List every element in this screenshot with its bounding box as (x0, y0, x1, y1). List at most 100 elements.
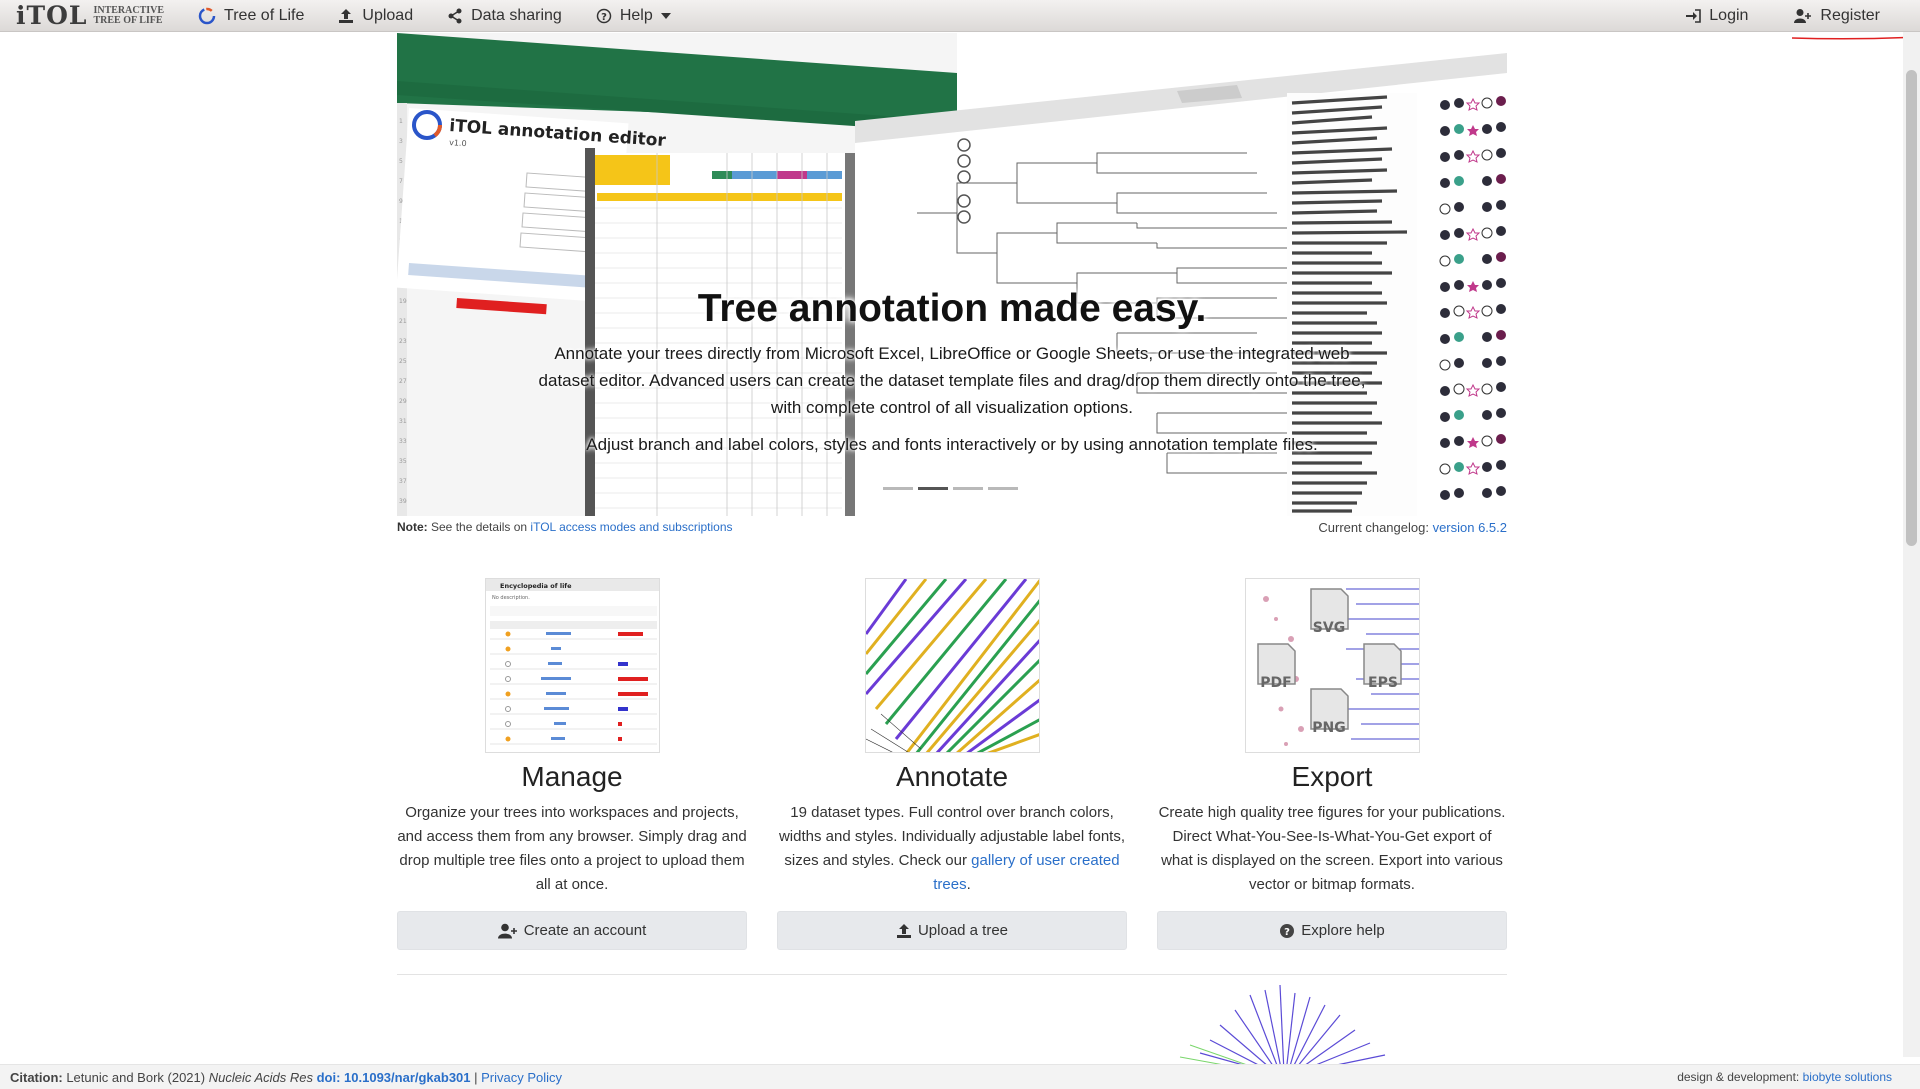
manage-thumbnail: Encyclopedia of life No description. (484, 578, 660, 753)
login-icon (1685, 8, 1702, 24)
annotate-description-text: 19 dataset types. Full control over bran… (778, 804, 1126, 869)
privacy-policy-link[interactable]: Privacy Policy (481, 1069, 563, 1085)
top-navbar: iTOL INTERACTIVE TREE OF LIFE Tree of Li… (0, 0, 1920, 32)
carousel-indicators (883, 487, 1018, 490)
brand-tagline-line1: INTERACTIVE (93, 4, 165, 16)
help-icon: ? (596, 8, 612, 24)
nav-account: Login Register (1639, 0, 1880, 32)
access-note: Note: See the details on iTOL access mod… (397, 520, 733, 534)
export-title: Export (1291, 761, 1373, 792)
svg-text:33: 33 (399, 438, 407, 445)
decorative-tree-graphic (1179, 985, 1386, 1073)
note-label: Note: (397, 520, 428, 534)
svg-text:SVG: SVG (1312, 620, 1344, 636)
hero-description: Annotate your trees directly from Micros… (538, 344, 1366, 417)
svg-text:PNG: PNG (1312, 720, 1345, 736)
page-scrollbar[interactable] (1903, 32, 1920, 1057)
red-annotation-underline (1791, 36, 1919, 40)
explore-help-label: Explore help (1301, 922, 1385, 939)
biobyte-link[interactable]: biobyte solutions (1802, 1070, 1892, 1084)
changelog-version-link[interactable]: version 6.5.2 (1432, 520, 1507, 535)
access-modes-link[interactable]: iTOL access modes and subscriptions (530, 520, 733, 534)
carousel-indicator-4[interactable] (988, 487, 1018, 490)
annotate-thumbnail (864, 578, 1040, 753)
citation-journal: Nucleic Acids Res (208, 1069, 313, 1085)
upload-tree-button[interactable]: Upload a tree (777, 911, 1127, 950)
changelog-label: Current changelog: (1318, 520, 1433, 535)
gallery-link[interactable]: gallery of user created trees (933, 852, 1120, 893)
svg-text:7: 7 (399, 178, 403, 185)
section-divider (397, 974, 1507, 975)
svg-text:19: 19 (399, 298, 407, 305)
feature-export: SVG PDF EPS PNG Export Create high quali… (1157, 578, 1507, 897)
annotate-description: 19 dataset types. Full control over bran… (777, 801, 1127, 897)
svg-text:23: 23 (399, 338, 407, 345)
citation-label: Citation: (10, 1069, 63, 1085)
doi-link[interactable]: doi: 10.1093/nar/gkab301 (316, 1069, 471, 1085)
svg-text:5: 5 (399, 158, 403, 165)
scrollbar-thumb[interactable] (1906, 70, 1917, 546)
footer-separator: | (470, 1069, 482, 1085)
svg-text:39: 39 (399, 498, 407, 505)
upload-icon (338, 8, 354, 24)
login-link[interactable]: Login (1685, 0, 1748, 32)
svg-text:v1.0: v1.0 (449, 138, 467, 148)
export-description: Create high quality tree figures for you… (1158, 804, 1506, 893)
design-credit: design & development: biobyte solutions (1677, 1070, 1892, 1084)
upload-icon (896, 923, 912, 939)
carousel-indicator-3[interactable] (953, 487, 983, 490)
nav-tree-of-life[interactable]: Tree of Life (198, 0, 304, 32)
changelog: Current changelog: version 6.5.2 (1318, 520, 1507, 535)
feature-manage: Encyclopedia of life No description. Man… (397, 578, 747, 897)
tree-icon (198, 7, 216, 25)
citation: Citation: Letunic and Bork (2021) Nuclei… (10, 1070, 562, 1085)
svg-text:21: 21 (399, 318, 407, 325)
brand-tagline: INTERACTIVE TREE OF LIFE (93, 4, 165, 26)
upload-tree-label: Upload a tree (917, 922, 1009, 939)
svg-text:9: 9 (399, 198, 403, 205)
svg-text:27: 27 (399, 378, 407, 385)
svg-text:35: 35 (399, 458, 407, 465)
chevron-down-icon (660, 12, 671, 19)
nav-help[interactable]: ? Help (596, 0, 671, 32)
svg-text:31: 31 (399, 418, 407, 425)
register-link[interactable]: Register (1794, 0, 1880, 32)
hero-title: Tree annotation made easy. (697, 287, 1207, 330)
nav-data-sharing-label: Data sharing (471, 6, 562, 24)
annotate-description-end: . (966, 876, 971, 893)
carousel-indicator-2[interactable] (918, 487, 948, 490)
create-account-button[interactable]: Create an account (397, 911, 747, 950)
brand-name: iTOL (16, 1, 88, 30)
export-thumbnail: SVG PDF EPS PNG (1244, 578, 1420, 753)
svg-text:25: 25 (399, 358, 407, 365)
svg-text:?: ? (601, 12, 607, 23)
itol-logo[interactable]: iTOL INTERACTIVE TREE OF LIFE (16, 0, 164, 32)
carousel-indicator-1[interactable] (883, 487, 913, 490)
svg-text:1: 1 (399, 118, 403, 125)
svg-text:Encyclopedia of life: Encyclopedia of life (500, 582, 572, 590)
svg-text:PDF: PDF (1260, 675, 1291, 691)
nav-upload[interactable]: Upload (338, 0, 413, 32)
footer: Citation: Letunic and Bork (2021) Nuclei… (0, 1064, 1920, 1089)
share-icon (447, 8, 463, 24)
feature-annotate: Annotate 19 dataset types. Full control … (777, 578, 1127, 897)
create-account-label: Create an account (523, 922, 647, 939)
nav-help-label: Help (619, 6, 653, 24)
hero-description-secondary: Adjust branch and label colors, styles a… (586, 435, 1318, 454)
svg-text:3: 3 (399, 138, 403, 145)
user-plus-icon (497, 923, 518, 939)
svg-text:No description.: No description. (492, 595, 530, 601)
explore-help-button[interactable]: ? Explore help (1157, 911, 1507, 950)
svg-text:37: 37 (399, 478, 407, 485)
svg-text:29: 29 (399, 398, 407, 405)
brand-tagline-line2: TREE OF LIFE (93, 14, 163, 26)
user-plus-icon (1794, 8, 1812, 24)
help-icon: ? (1279, 923, 1295, 939)
note-text: See the details on (427, 520, 531, 534)
nav-tree-of-life-label: Tree of Life (224, 6, 305, 24)
design-credit-label: design & development: (1677, 1070, 1803, 1084)
nav-data-sharing[interactable]: Data sharing (447, 0, 562, 32)
login-label: Login (1709, 6, 1749, 24)
